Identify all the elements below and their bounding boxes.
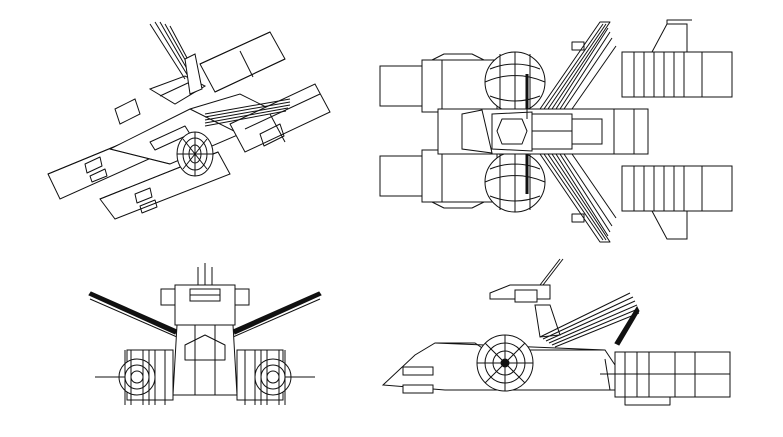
wireframe-isometric-icon bbox=[40, 14, 340, 229]
side-view bbox=[375, 255, 745, 410]
isometric-view bbox=[40, 14, 340, 229]
wireframe-top-icon bbox=[372, 14, 744, 252]
top-view bbox=[372, 14, 744, 252]
wireframe-side-icon bbox=[375, 255, 745, 410]
wireframe-front-icon bbox=[85, 255, 325, 415]
front-view bbox=[85, 255, 325, 415]
